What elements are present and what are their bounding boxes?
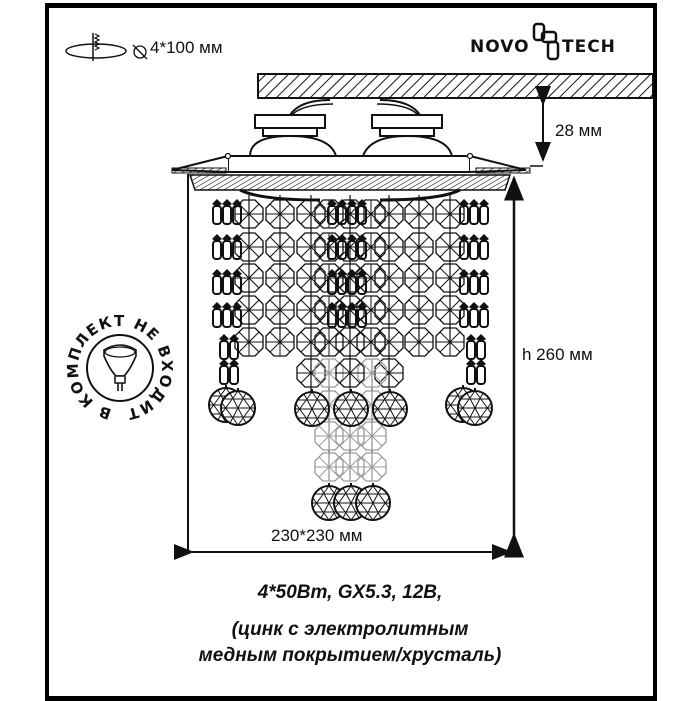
spec-material-line2: медным покрытием/хрусталь) (198, 645, 502, 666)
bulb-not-included-badge: В КОМПЛЕКТ НЕ ВХОДИТ (64, 312, 175, 424)
spec-material-line1: (цинк с электролитным (231, 619, 469, 640)
logo-mark-icon (532, 22, 560, 61)
ceiling-hatch (257, 73, 654, 99)
diameter-icon (132, 44, 148, 60)
ceiling-gap-dimension: 28 мм (555, 121, 603, 140)
logo-text-left: NOVO (470, 37, 530, 57)
mr16-bulb-icon (103, 344, 137, 391)
height-dimension: h 260 мм (522, 345, 593, 364)
novotech-logo: NOVO TECH (470, 20, 670, 70)
crystal-balls-center (294, 388, 408, 521)
ceiling-mount-screw-icon (65, 33, 127, 61)
lamp-socket-right (362, 114, 453, 157)
mounting-dimension-label: 4*100 мм (150, 38, 223, 57)
diagram-frame (45, 3, 657, 701)
width-dimension: 230*230 мм (271, 526, 363, 545)
lamp-socket-left (249, 114, 337, 157)
canopy-plate (171, 152, 531, 202)
spec-power-socket-voltage: 4*50Вт, GX5.3, 12В, (257, 582, 443, 603)
logo-text-right: TECH (562, 37, 616, 57)
